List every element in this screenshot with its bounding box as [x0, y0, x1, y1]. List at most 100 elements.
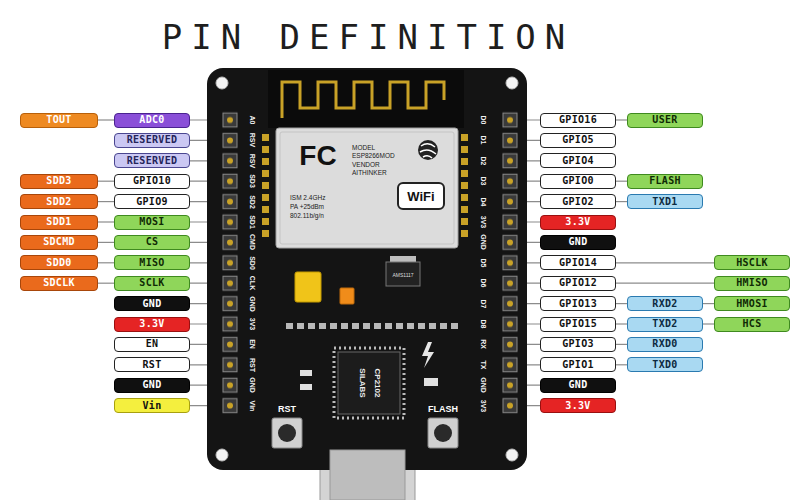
pin-name-text: HMOSI [736, 298, 768, 310]
module-marking: 802.11b/g/n [290, 213, 324, 220]
pin-name-text: GPIO1 [562, 359, 594, 371]
pin-name-text: RESERVED [127, 155, 178, 167]
pin-name-text: GPIO13 [559, 298, 597, 310]
gpio-tag: GPIO14 [540, 255, 616, 270]
pin-name-text: FLASH [649, 175, 681, 187]
board-pin-label: RX [480, 340, 487, 350]
board-pin-label: D0 [480, 116, 487, 125]
pin-name-text: RST [143, 359, 162, 371]
pin-function-tag: MISO [114, 255, 190, 270]
usb-connector [330, 450, 405, 500]
pin-name-text: TOUT [46, 114, 71, 126]
pin-connector [616, 119, 627, 120]
pin-function-tag: EN [114, 337, 190, 352]
pin-connector [616, 262, 714, 263]
pin-name-text: CS [146, 236, 159, 248]
hspi-tag: HSCLK [714, 255, 790, 270]
pin-function-tag: Vin [114, 398, 190, 413]
pin-connector [98, 242, 114, 243]
alt-function-tag: USER [627, 113, 703, 128]
pin-connector [98, 201, 114, 202]
pin-name-text: RXD0 [652, 338, 677, 350]
board-pin-label: GND [480, 377, 487, 393]
chip-pins [334, 348, 404, 418]
pin-name-text: MOSI [139, 216, 164, 228]
board-pin-label: RSV [249, 154, 256, 168]
push-button [278, 424, 296, 442]
gpio-tag: GPIO12 [540, 276, 616, 291]
board-pin-label: D6 [480, 279, 487, 288]
board-pin-label: EN [249, 340, 256, 350]
pin-name-text: TXD0 [652, 359, 677, 371]
pin-name-text: TXD2 [652, 318, 677, 330]
pin-name-text: GPIO9 [136, 196, 168, 208]
board-pin-label: SD2 [249, 195, 256, 209]
espressif-logo [420, 144, 436, 158]
board-pin-label: CMD [249, 234, 256, 250]
pin-function-tag: GND [114, 296, 190, 311]
push-button [272, 418, 302, 448]
gpio-tag: GND [540, 235, 616, 250]
pin-function-tag: 3.3V [114, 317, 190, 332]
alt-function-tag: RXD2 [627, 296, 703, 311]
board-pin-label: D5 [480, 258, 487, 267]
voltage-regulator [386, 262, 420, 286]
alt-function-tag: TXD2 [627, 317, 703, 332]
gpio-tag: GND [540, 378, 616, 393]
hspi-tag: HCS [714, 317, 790, 332]
capacitor [340, 288, 354, 304]
gpio-tag: GPIO3 [540, 337, 616, 352]
chip-marking: CP2102 [373, 369, 381, 398]
board-pin-label: SD3 [249, 174, 256, 188]
pin-connector [98, 283, 114, 284]
pin-name-text: GPIO4 [562, 155, 594, 167]
mounting-hole [216, 77, 228, 89]
module-pads [262, 132, 270, 242]
smd-resistor [424, 378, 438, 386]
pin-name-text: SDCLK [43, 277, 75, 289]
module-marking: ISM 2.4GHz [290, 195, 325, 202]
pin-name-text: GPIO2 [562, 196, 594, 208]
pcb-board [207, 68, 527, 470]
signal-tag: SDCMD [20, 235, 98, 250]
pin-name-text: 3.3V [139, 318, 164, 330]
board-pin-label: RSV [249, 133, 256, 147]
chip-marking: AMS1117 [392, 273, 413, 278]
gpio-tag: GPIO15 [540, 317, 616, 332]
gpio-tag: GPIO13 [540, 296, 616, 311]
pin-connector [616, 323, 627, 324]
capacitor [295, 272, 321, 302]
diagram-title: PIN DEFINITION [162, 18, 575, 56]
chip-marking: SILABS [358, 368, 366, 397]
pin-name-text: GPIO14 [559, 257, 597, 269]
board-pin-label: 3V3 [480, 399, 487, 411]
alt-function-tag: RXD0 [627, 337, 703, 352]
module-marking: PA +25dBm [290, 204, 324, 211]
pin-name-text: SDD0 [46, 257, 71, 269]
pin-name-text: GND [143, 379, 162, 391]
pin-function-tag: SCLK [114, 276, 190, 291]
pin-name-text: SDCMD [43, 236, 75, 248]
espressif-logo [418, 140, 438, 160]
pin-name-text: GPIO0 [562, 175, 594, 187]
signal-tag: SDD3 [20, 174, 98, 189]
signal-tag: SDCLK [20, 276, 98, 291]
pin-name-text: HCS [743, 318, 762, 330]
board-pin-label: 3V3 [480, 216, 487, 228]
smd-resistor [300, 370, 312, 376]
board-pin-label: GND [249, 296, 256, 312]
pin-name-text: EN [146, 338, 159, 350]
signal-tag: TOUT [20, 113, 98, 128]
pin-connector [616, 364, 627, 365]
push-button [428, 418, 458, 448]
board-pin-label: D3 [480, 177, 487, 186]
pin-name-text: GPIO5 [562, 134, 594, 146]
pin-function-tag: GND [114, 378, 190, 393]
pin-name-text: SCLK [139, 277, 164, 289]
push-button [434, 424, 452, 442]
pin-function-tag: GPIO9 [114, 194, 190, 209]
pin-name-text: ADC0 [139, 114, 164, 126]
gpio-tag: GPIO1 [540, 357, 616, 372]
